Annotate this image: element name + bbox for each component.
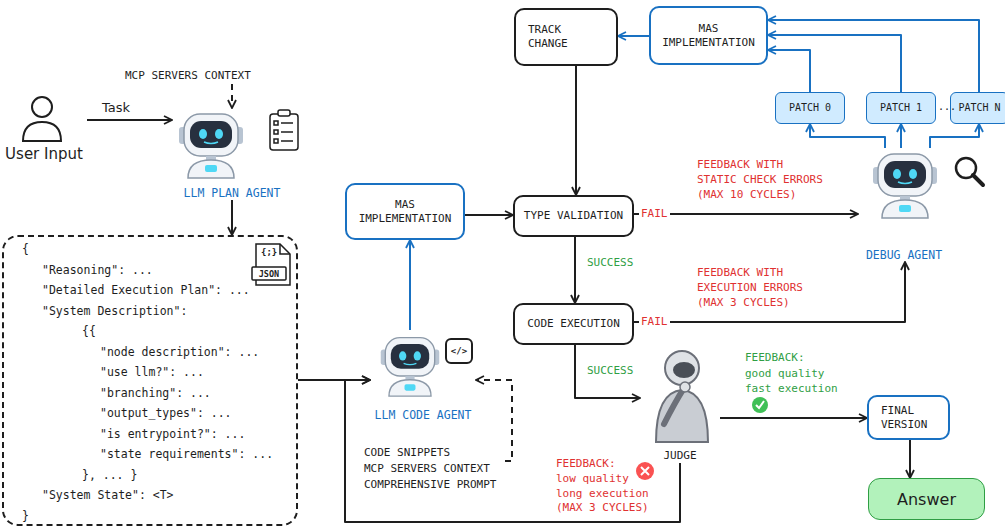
answer-box: Answer [868,478,985,520]
edge-label: FAIL [639,207,670,221]
node-label: MCP SERVERS CONTEXT [125,68,251,84]
edge-label: Task [100,100,132,116]
node-label: TRACK CHANGE [528,23,574,51]
node-label: PATCH N [958,102,1000,114]
flow-arrow [810,124,885,148]
flow-arrow [900,124,902,148]
icon-glyph: </> [446,345,472,357]
flow-arrow [909,440,911,478]
feedback-note: FEEDBACK: [556,457,616,472]
output-box: FINAL VERSION [867,395,950,440]
node-label: MAS IMPLEMENTATION [357,198,453,226]
node-label: PATCH 1 [880,102,922,114]
code-line: "Reasoning": ... [22,260,296,281]
feedback-note: low quality long execution (MAX 3 CYCLES… [556,472,652,516]
icon-glyph: {;} [261,247,277,258]
node-label: CODE EXECUTION [527,317,620,331]
code-box: MAS IMPLEMENTATION [345,183,465,240]
flow-arrow [87,119,172,121]
code-icon [446,339,472,363]
flow-arrow [409,240,411,330]
robot-icon [179,114,243,178]
judge-figure [656,351,708,442]
node-label: PATCH 0 [789,102,831,114]
context-note: CODE SNIPPETSMCP SERVERS CONTEXTCOMPREHE… [364,445,505,495]
feedback-note: FEEDBACK WITH STATIC CHECK ERRORS (MAX 1… [697,157,826,202]
patch-box: PATCH 1 [866,92,936,124]
judge-figure-node: JUDGE [640,345,720,463]
user-icon [23,97,61,141]
flow-arrow [575,66,577,195]
flow-arrow [634,262,905,322]
robot-icon [873,154,937,218]
node-label: Answer [897,490,956,509]
edge-label: FAIL [639,315,670,329]
code-box: MAS IMPLEMENTATION [649,6,768,65]
node-label: FINAL VERSION [881,404,931,432]
edge-label: SUCCESS [585,256,635,270]
node-label: LLM CODE AGENT [375,408,472,422]
node-label: JUDGE [663,449,696,463]
agent-figure: LLM CODE AGENT [370,330,476,422]
node-label: User Input [5,145,83,163]
process-box: TYPE VALIDATION [513,195,634,237]
patch-box: PATCH N [950,92,1005,124]
flow-arrow [720,417,867,419]
node-label: CODE SNIPPETS [364,445,450,461]
flow-arrow [575,345,640,398]
context-note: MCP SERVERS CONTEXT [125,68,265,84]
json-file-icon [252,244,290,285]
code-line: {{ [22,321,296,342]
robot-icon [381,338,440,397]
code-line: "use llm?": ... [22,362,296,383]
magnifier-icon [956,158,983,185]
flow-arrow [618,35,649,37]
patch-box: PATCH 0 [775,92,845,124]
node-label: MCP SERVERS CONTEXT [364,461,490,477]
node-label: TYPE VALIDATION [524,209,623,223]
code-line: "node description": ... [22,342,296,363]
ellipsis-mark: ... [938,101,956,113]
agent-figure: LLM PLAN AGENT [172,108,292,200]
flow-arrow [231,200,233,235]
feedback-note: FEEDBACK: [745,350,805,365]
feedback-note: FEEDBACK WITH EXECUTION ERRORS (MAX 3 CY… [697,265,806,310]
icon-glyph: JSON [252,268,286,280]
json-plan-box: {"Reasoning": ..."Detailed Execution Pla… [2,235,298,526]
code-line: } [22,506,296,527]
cross-icon [636,462,654,480]
node-label: COMPREHENSIVE PROMPT [364,477,496,493]
flow-arrow [768,50,810,92]
git-box: TRACK CHANGE [514,8,618,66]
agent-figure: DEBUG AGENT [858,148,950,262]
code-line: "System State": <T> [22,485,296,506]
edge-label: SUCCESS [585,364,635,378]
flow-arrow [768,35,901,92]
node-label: MAS IMPLEMENTATION [660,22,756,50]
code-line: "Detailed Execution Plan": ... [22,280,296,301]
code-line: { [22,239,296,260]
clipboard-icon [270,110,298,150]
user-actor: User Input [1,95,87,163]
process-box: CODE EXECUTION [513,303,634,345]
code-line: }, ... } [22,465,296,486]
flow-arrow [476,380,512,461]
flow-arrow [930,124,979,148]
flow-arrow [231,84,233,108]
flow-arrow [465,214,513,216]
code-line: "output_types": ... [22,403,296,424]
feedback-note: good quality fast execution [745,366,841,396]
flow-arrow [574,237,576,303]
node-label: DEBUG AGENT [866,248,942,262]
code-line: "is entrypoint?": ... [22,424,296,445]
flow-arrow [768,20,979,92]
flow-arrow [345,380,680,522]
check-icon [752,397,768,413]
node-label: LLM PLAN AGENT [184,186,281,200]
code-line: "System Description": [22,301,296,322]
code-line: "branching": ... [22,383,296,404]
code-line: "state requirements": ... [22,444,296,465]
